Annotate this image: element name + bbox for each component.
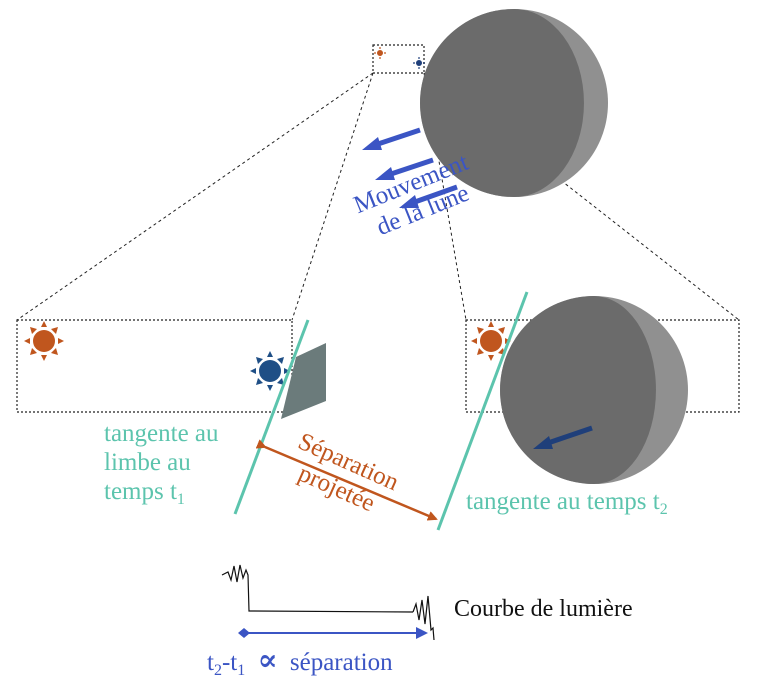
tangent-t1-label-line2: limbe au: [104, 448, 191, 476]
time-separation-label: t2-t1 ∝ séparation: [207, 644, 393, 680]
sun-icon-blue: [250, 351, 290, 391]
small-zoom-box: [372, 44, 425, 74]
moon-limb-fragment: [281, 343, 326, 419]
tangent-t1-label: tangente au limbe au temps t1: [104, 420, 219, 509]
tangent-line-t2: [436, 291, 529, 531]
sun-icon-small-blue: [413, 57, 425, 69]
tangent-t1-label-line1: tangente au: [104, 420, 219, 447]
tangent-t2-prefix: tangente au temps t: [466, 488, 660, 515]
sun-icon-orange: [24, 321, 64, 361]
separation-word: séparation: [289, 649, 393, 676]
tangent-line-t1: [233, 319, 310, 515]
moon-icon: [420, 9, 608, 197]
light-curve: [221, 564, 435, 641]
delta-t-sub1: 1: [237, 662, 246, 679]
delta-t-t: t: [207, 649, 214, 676]
arrow-icon: [399, 184, 458, 208]
tangent-t2-subscript: 2: [659, 501, 668, 518]
delta-t-sub2: 2: [213, 662, 222, 679]
tangent-t1-subscript: 1: [176, 490, 185, 508]
sun-icon-small-orange: [374, 47, 386, 59]
left-zoom-box: [16, 319, 293, 413]
sun-icon-orange: [471, 321, 511, 361]
arrow-icon: [375, 157, 434, 180]
separation-arrow: [255, 439, 438, 521]
tangent-t1-prefix: temps t: [104, 477, 177, 505]
proportional-icon: ∝: [257, 644, 278, 677]
moon-icon: [500, 296, 688, 484]
tangent-t2-label: tangente au temps t2: [466, 488, 668, 519]
delta-t-dash: -t: [221, 649, 238, 676]
arrow-icon: [533, 425, 593, 449]
arrow-icon: [362, 127, 421, 150]
moon-motion-arrows: [362, 127, 458, 208]
light-curve-label: Courbe de lumière: [454, 596, 633, 622]
tangent-t1-label-line3: temps t1: [104, 478, 219, 509]
time-interval-bracket: [238, 627, 428, 639]
